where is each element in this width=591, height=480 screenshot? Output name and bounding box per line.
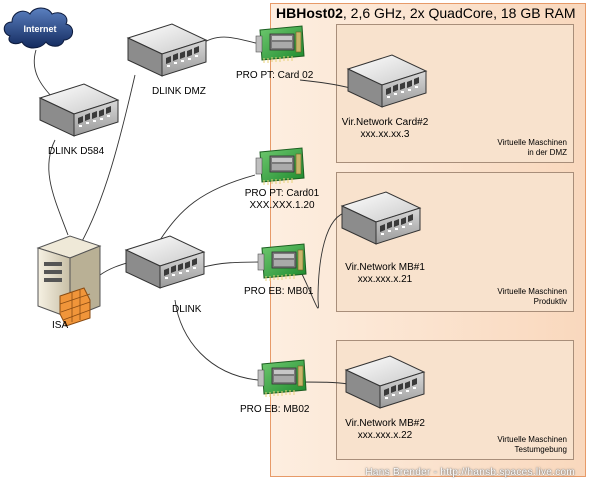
nic-card01-icon xyxy=(255,147,305,186)
internet-cloud-icon xyxy=(3,7,73,49)
link-dlink-mb01 xyxy=(199,261,263,269)
switch-vir-network-mb1-icon xyxy=(341,191,421,245)
switch-dlink-d584-icon xyxy=(39,83,119,137)
vm-network-mb2-label: Vir.Network MB#2 xxx.xxx.x.22 xyxy=(330,418,440,442)
vm-network-name: Vir.Network MB#2 xyxy=(345,418,425,429)
dlink-d584-label: DLINK D584 xyxy=(48,146,105,157)
footer-credit: Hans Brender - http://hansb.spaces.live.… xyxy=(365,467,575,478)
nic-card02-label: PRO PT: Card 02 xyxy=(236,70,314,81)
internet-label: Internet xyxy=(23,24,56,34)
nic-mb02-label: PRO EB: MB02 xyxy=(240,404,310,415)
isa-server-icon xyxy=(36,235,102,327)
switch-vir-network-mb2-icon xyxy=(345,355,425,409)
link-mb02-vm3 xyxy=(299,381,349,385)
vm-network-ip: xxx.xxx.x.21 xyxy=(357,274,413,285)
nic-mb01-icon xyxy=(257,243,307,282)
link-dmz-card02 xyxy=(199,36,261,46)
vm-network-name: Vir.Network MB#1 xyxy=(345,262,425,273)
host-name: HBHost02 xyxy=(276,5,343,21)
isa-label: ISA xyxy=(52,320,69,331)
vm-network-mb1-label: Vir.Network MB#1 xxx.xxx.x.21 xyxy=(330,262,440,286)
vm-network-ip: xxx.xxx.x.22 xyxy=(357,430,413,441)
link-dlink-mb02 xyxy=(174,299,259,381)
nic-mb01-label: PRO EB: MB01 xyxy=(244,286,314,297)
nic-card01-label: PRO PT: Card01 XXX.XXX.1.20 xyxy=(232,188,332,212)
vm-network-card2-label: Vir.Network Card#2 xxx.xx.xx.3 xyxy=(330,117,440,141)
vm-network-ip: xxx.xx.xx.3 xyxy=(360,129,410,140)
switch-dlink-icon xyxy=(125,235,205,289)
vm-network-name: Vir.Network Card#2 xyxy=(341,117,429,128)
nic-card01-ip: XXX.XXX.1.20 xyxy=(249,200,315,211)
dlink-label: DLINK xyxy=(172,304,202,315)
dlink-dmz-label: DLINK DMZ xyxy=(152,86,206,97)
link-internet-d584 xyxy=(33,49,56,101)
host-specs: , 2,6 GHz, 2x QuadCore, 18 GB RAM xyxy=(342,5,576,21)
nic-card02-icon xyxy=(255,25,305,64)
link-card02-vm1 xyxy=(299,79,351,89)
nic-mb02-icon xyxy=(257,359,307,398)
link-mb01-vm2 xyxy=(299,211,349,309)
connections xyxy=(33,36,351,385)
switch-dlink-dmz-icon xyxy=(127,23,207,77)
link-d584-isa xyxy=(48,139,69,236)
link-dmz-isa xyxy=(79,74,136,246)
switch-vir-network-card2-icon xyxy=(347,54,427,108)
nic-card01-name: PRO PT: Card01 xyxy=(244,188,320,199)
host-title: HBHost02, 2,6 GHz, 2x QuadCore, 18 GB RA… xyxy=(276,5,576,21)
link-card01-dlink xyxy=(159,174,256,241)
